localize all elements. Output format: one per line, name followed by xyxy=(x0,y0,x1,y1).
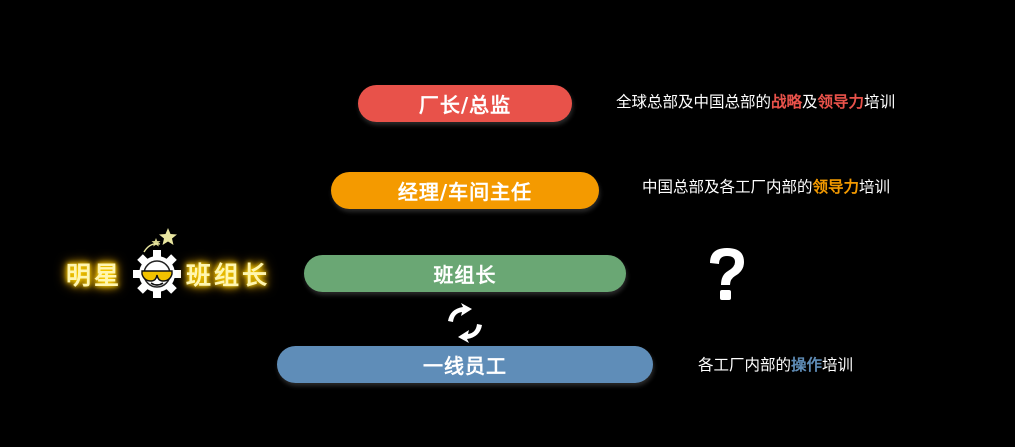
description-text: 及 xyxy=(802,93,818,111)
level-label: 厂长/总监 xyxy=(418,93,512,117)
training-description-frontline: 各工厂内部的操作培训 xyxy=(698,355,853,375)
level-factory-director: 厂长/总监 xyxy=(358,85,572,122)
level-manager-workshop-head: 经理/车间主任 xyxy=(331,172,599,209)
logo-text-right: 班组长 xyxy=(186,261,271,290)
description-text: 培训 xyxy=(864,93,896,111)
gear-sunglasses-icon xyxy=(133,228,181,298)
level-label: 一线员工 xyxy=(423,354,507,378)
star-team-leader-logo: 明星 xyxy=(60,222,280,302)
highlight-strategy: 战略 xyxy=(771,93,803,111)
level-label: 经理/车间主任 xyxy=(397,180,533,204)
highlight-leadership: 领导力 xyxy=(812,178,860,196)
training-description-manager: 中国总部及各工厂内部的领导力培训 xyxy=(642,177,890,197)
highlight-leadership: 领导力 xyxy=(817,93,865,111)
description-text: 培训 xyxy=(859,178,891,196)
cycle-arrows-icon xyxy=(448,303,482,343)
training-description-director: 全球总部及中国总部的战略及领导力培训 xyxy=(616,92,895,112)
highlight-operation: 操作 xyxy=(791,356,823,374)
description-text: 全球总部及中国总部的 xyxy=(616,93,772,111)
logo-text-left: 明星 xyxy=(66,261,123,290)
description-text: 培训 xyxy=(822,356,854,374)
description-text: 中国总部及各工厂内部的 xyxy=(642,178,813,196)
question-mark-icon xyxy=(710,248,744,300)
level-frontline-staff: 一线员工 xyxy=(277,346,653,383)
level-team-leader: 班组长 xyxy=(304,255,626,292)
level-label: 班组长 xyxy=(433,263,497,287)
description-text: 各工厂内部的 xyxy=(698,356,792,374)
